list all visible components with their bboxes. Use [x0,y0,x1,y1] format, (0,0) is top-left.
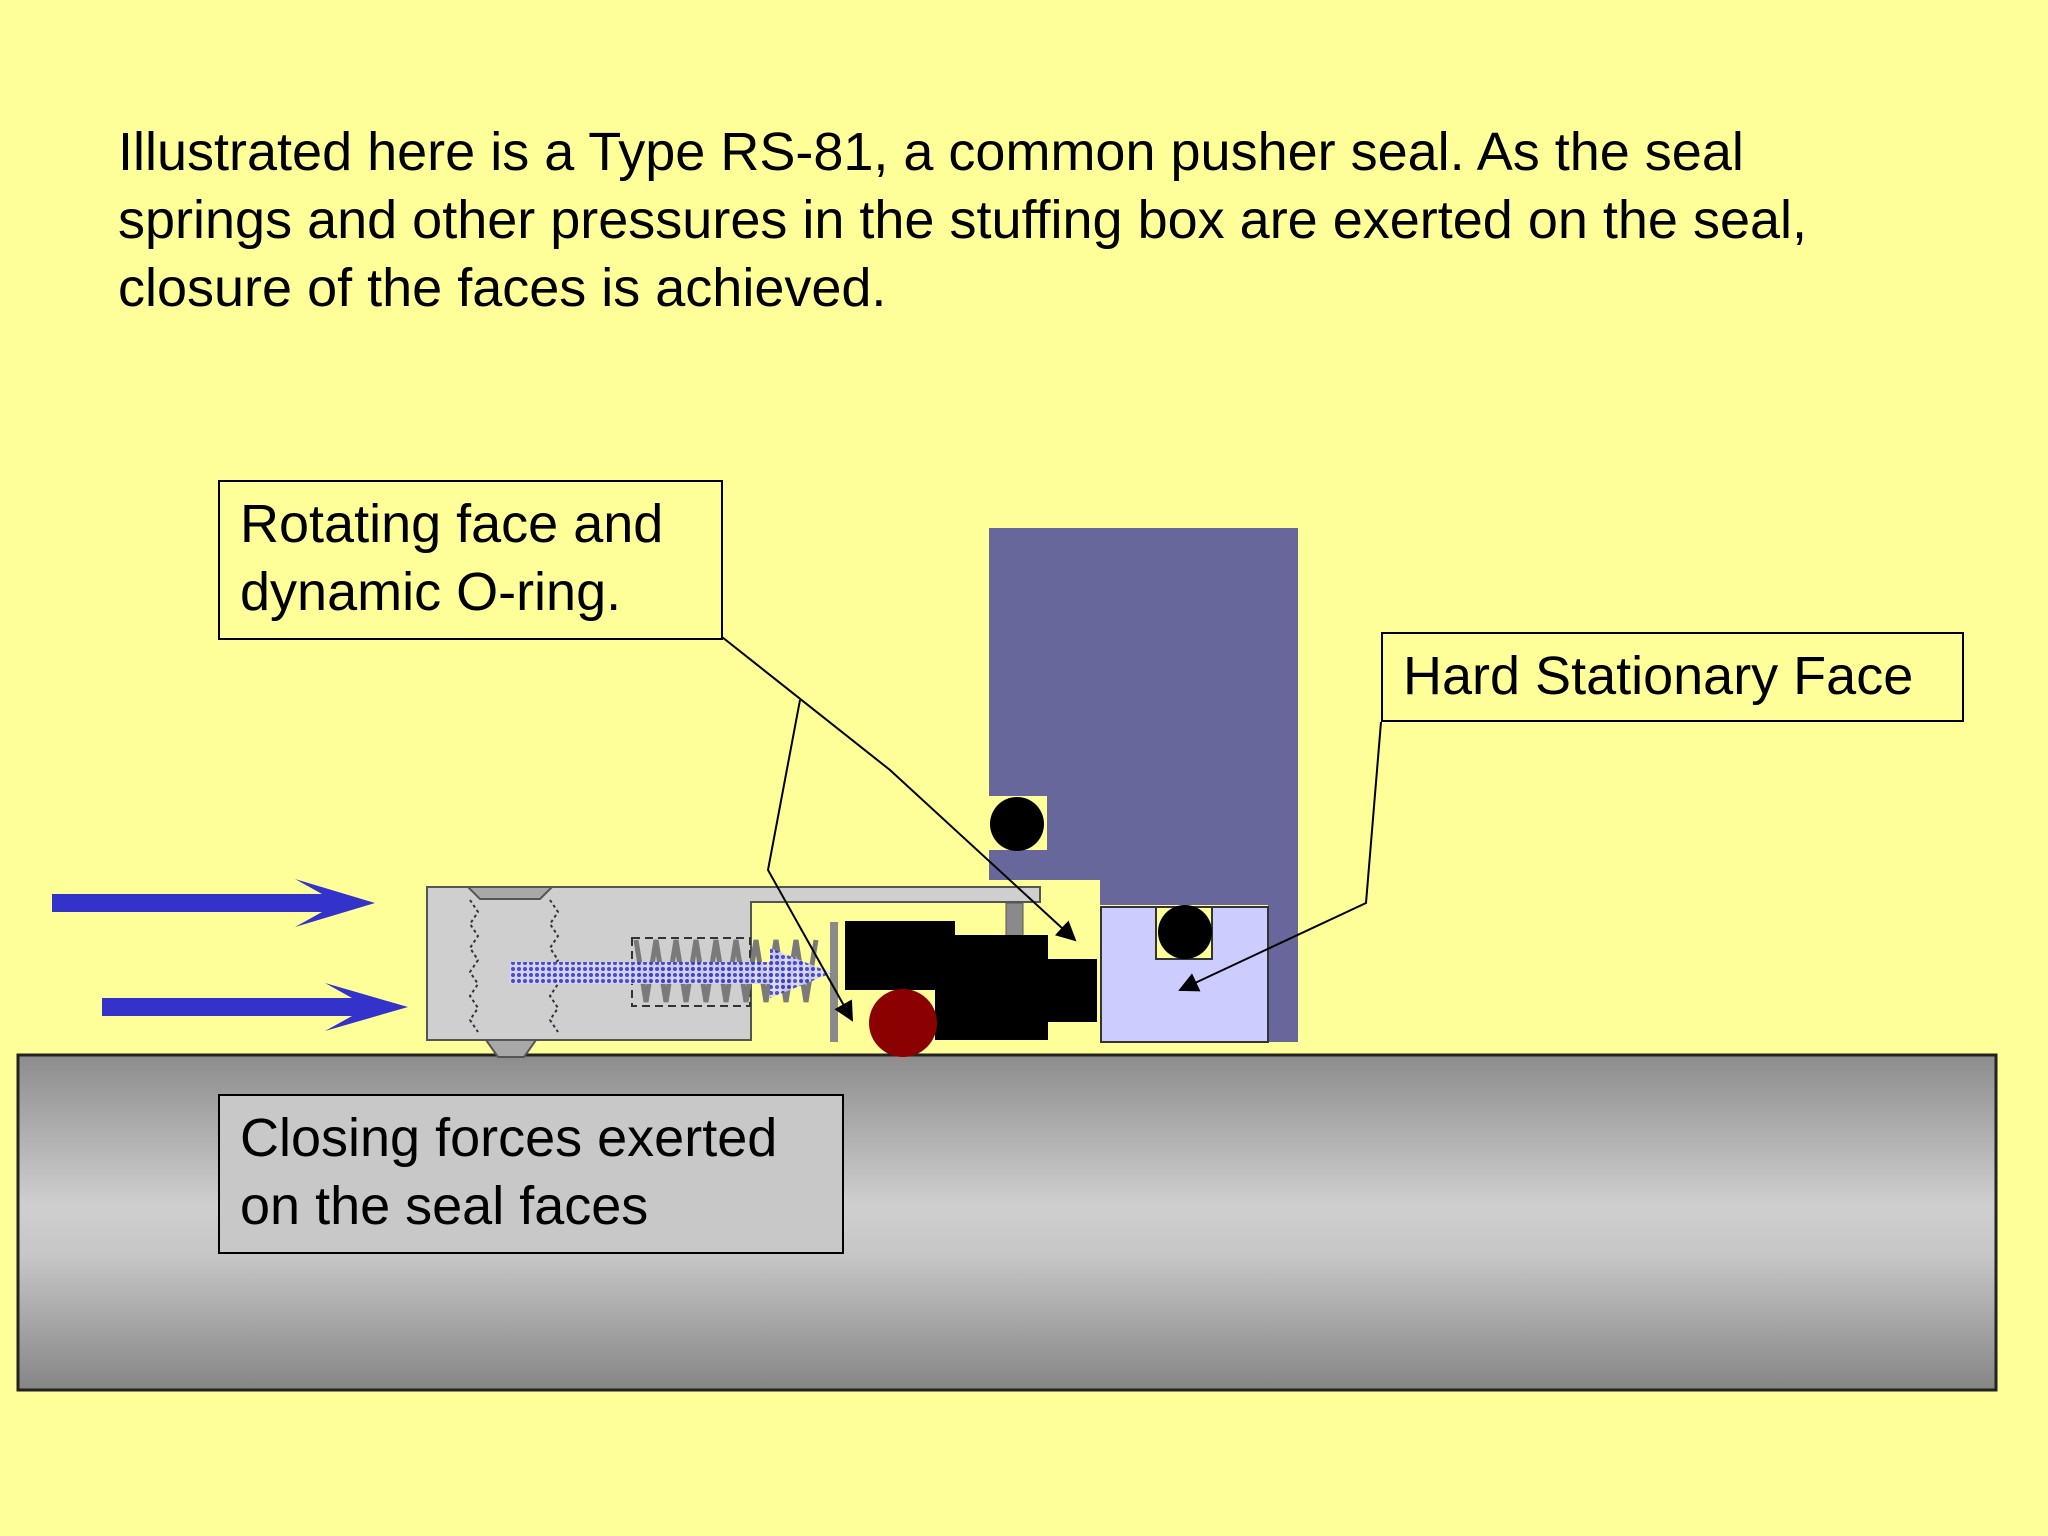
leader-line-rotating-face [721,636,1077,942]
static-oring-gland [990,797,1044,851]
spring-coil [633,939,819,1003]
callout-hard-stationary-face: Hard Stationary Face [1381,632,1964,722]
callout-closing-forces: Closing forces exerted on the seal faces [218,1094,844,1254]
set-screw [465,886,555,900]
rotating-face [845,921,1097,1040]
callout-rotating-line-1: Rotating face and [240,494,664,554]
static-oring-stationary [1158,905,1212,959]
leader-line-dynamic-oring [766,699,853,1022]
set-screw-thread-left [468,899,480,1033]
intro-line-2: springs and other pressures in the stuff… [118,190,1808,250]
dynamic-oring [869,989,937,1057]
callout-rotating-line-2: dynamic O-ring. [240,562,622,622]
callout-hard-label: Hard Stationary Face [1403,646,1914,706]
callout-rotating-face: Rotating face and dynamic O-ring. [218,480,723,640]
leader-line-hard-face [1178,721,1382,992]
intro-line-3: closure of the faces is achieved. [118,258,887,318]
callout-closing-line-1: Closing forces exerted [240,1108,778,1168]
gland-housing [989,528,1298,1042]
drive-pin [1005,902,1024,937]
force-arrow-top [52,879,375,927]
gland-lower-step [989,850,1099,880]
intro-line-1: Illustrated here is a Type RS-81, a comm… [118,122,1744,182]
intro-text: Illustrated here is a Type RS-81, a comm… [118,118,1978,322]
spring-washer [830,922,838,1042]
callout-closing-line-2: on the seal faces [240,1176,649,1236]
set-screw-tip [484,1039,538,1058]
internal-force-arrow [510,948,832,998]
force-arrow-bottom [102,983,408,1031]
